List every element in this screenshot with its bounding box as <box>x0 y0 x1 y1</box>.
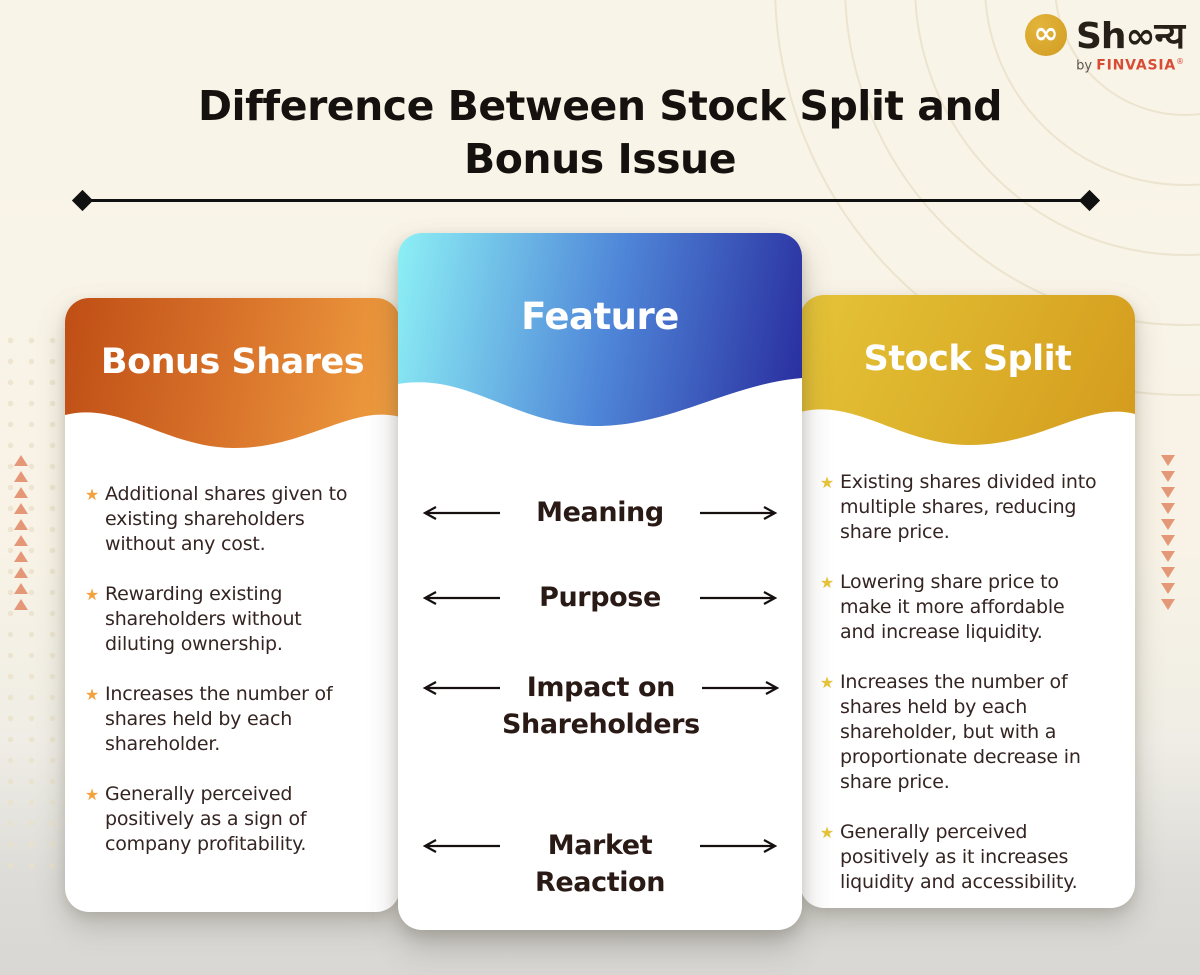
left-arrow-icon <box>422 591 500 605</box>
list-item: ★ Lowering share price to make it more a… <box>814 570 1101 645</box>
star-icon: ★ <box>819 823 835 842</box>
bonus-shares-header: Bonus Shares <box>65 298 400 457</box>
down-triangle-icon <box>1161 487 1175 498</box>
down-triangle-icon <box>1161 567 1175 578</box>
bonus-shares-list: ★ Additional shares given to existing sh… <box>65 456 400 857</box>
down-triangle-icon <box>1161 599 1175 610</box>
list-item-text: Increases the number of shares held by e… <box>105 683 333 755</box>
stock-split-list: ★ Existing shares divided into multiple … <box>800 453 1135 895</box>
up-triangle-icon <box>14 471 28 482</box>
feature-row-purpose: Purpose <box>398 579 802 616</box>
list-item-text: Generally perceived positively as it inc… <box>840 821 1078 893</box>
list-item: ★ Generally perceived positively as a si… <box>79 782 366 857</box>
feature-title: Feature <box>521 295 679 338</box>
left-arrow-icon <box>422 681 500 695</box>
feature-row-impact: Impact on Shareholders <box>398 669 802 743</box>
star-icon: ★ <box>84 585 100 604</box>
list-item: ★ Existing shares divided into multiple … <box>814 470 1101 545</box>
byline-prefix: by <box>1076 58 1093 74</box>
list-item-text: Increases the number of shares held by e… <box>840 671 1081 793</box>
left-triangle-column <box>14 455 28 610</box>
list-item-text: Lowering share price to make it more aff… <box>840 571 1065 643</box>
left-arrow-icon <box>422 506 500 520</box>
registered-mark: ® <box>1176 57 1184 66</box>
right-arrow-icon <box>700 591 778 605</box>
list-item-text: Rewarding existing shareholders without … <box>105 583 302 655</box>
stock-split-title: Stock Split <box>863 339 1072 379</box>
right-triangle-column <box>1161 455 1175 610</box>
list-item-text: Generally perceived positively as a sign… <box>105 783 307 855</box>
star-icon: ★ <box>84 785 100 804</box>
list-item: ★ Increases the number of shares held by… <box>79 682 366 757</box>
bonus-shares-card: Bonus Shares ★ Additional shares given t… <box>65 298 400 912</box>
title-divider-line <box>82 199 1090 202</box>
up-triangle-icon <box>14 503 28 514</box>
down-triangle-icon <box>1161 551 1175 562</box>
wave-edge <box>65 412 400 457</box>
star-icon: ★ <box>84 685 100 704</box>
brand-name: Sh∞न्य <box>1075 16 1185 57</box>
list-item: ★ Rewarding existing shareholders withou… <box>79 582 366 657</box>
list-item: ★ Additional shares given to existing sh… <box>79 482 366 557</box>
up-triangle-icon <box>14 535 28 546</box>
right-arrow-icon <box>700 839 778 853</box>
down-triangle-icon <box>1161 519 1175 530</box>
down-triangle-icon <box>1161 583 1175 594</box>
up-triangle-icon <box>14 551 28 562</box>
wave-edge <box>800 409 1135 454</box>
bonus-shares-title: Bonus Shares <box>100 342 365 382</box>
feature-row-label: Meaning <box>536 497 664 528</box>
feature-row-market: Market Reaction <box>398 827 802 901</box>
down-triangle-icon <box>1161 455 1175 466</box>
list-item: ★ Increases the number of shares held by… <box>814 670 1101 795</box>
right-arrow-icon <box>700 506 778 520</box>
up-triangle-icon <box>14 519 28 530</box>
down-triangle-icon <box>1161 535 1175 546</box>
down-triangle-icon <box>1161 471 1175 482</box>
right-arrow-icon <box>701 681 780 695</box>
list-item-text: Existing shares divided into multiple sh… <box>840 471 1097 543</box>
feature-header: Feature <box>398 233 802 434</box>
up-triangle-icon <box>14 455 28 466</box>
down-triangle-icon <box>1161 503 1175 514</box>
up-triangle-icon <box>14 583 28 594</box>
feature-row-label: Impact on Shareholders <box>502 672 700 740</box>
infinity-icon: ∞ <box>1024 13 1067 56</box>
star-icon: ★ <box>84 485 100 504</box>
list-item: ★ Generally perceived positively as it i… <box>814 820 1101 895</box>
wave-edge <box>398 378 802 434</box>
left-arrow-icon <box>422 839 500 853</box>
logo-byline: by FINVASIA® <box>1025 57 1184 73</box>
stock-split-header: Stock Split <box>800 295 1135 454</box>
list-item-text: Additional shares given to existing shar… <box>105 483 348 555</box>
up-triangle-icon <box>14 487 28 498</box>
star-icon: ★ <box>819 473 835 492</box>
diamond-icon <box>71 189 94 212</box>
up-triangle-icon <box>14 567 28 578</box>
feature-row-label: Purpose <box>539 582 661 613</box>
star-icon: ★ <box>819 573 835 592</box>
page-title: Difference Between Stock Split and Bonus… <box>0 80 1200 186</box>
diamond-icon <box>1078 189 1101 212</box>
star-icon: ★ <box>819 673 835 692</box>
feature-card: Feature Meaning Purpose <box>398 233 802 930</box>
feature-row-meaning: Meaning <box>398 494 802 531</box>
up-triangle-icon <box>14 599 28 610</box>
byline-brand: FINVASIA <box>1096 57 1176 74</box>
stock-split-card: Stock Split ★ Existing shares divided in… <box>800 295 1135 908</box>
page-title-line2: Bonus Issue <box>463 135 737 183</box>
shoonya-logo: ∞ Sh∞न्य by FINVASIA® <box>1024 10 1185 73</box>
page-title-line1: Difference Between Stock Split and <box>198 82 1002 130</box>
feature-row-label: Market Reaction <box>534 830 666 898</box>
